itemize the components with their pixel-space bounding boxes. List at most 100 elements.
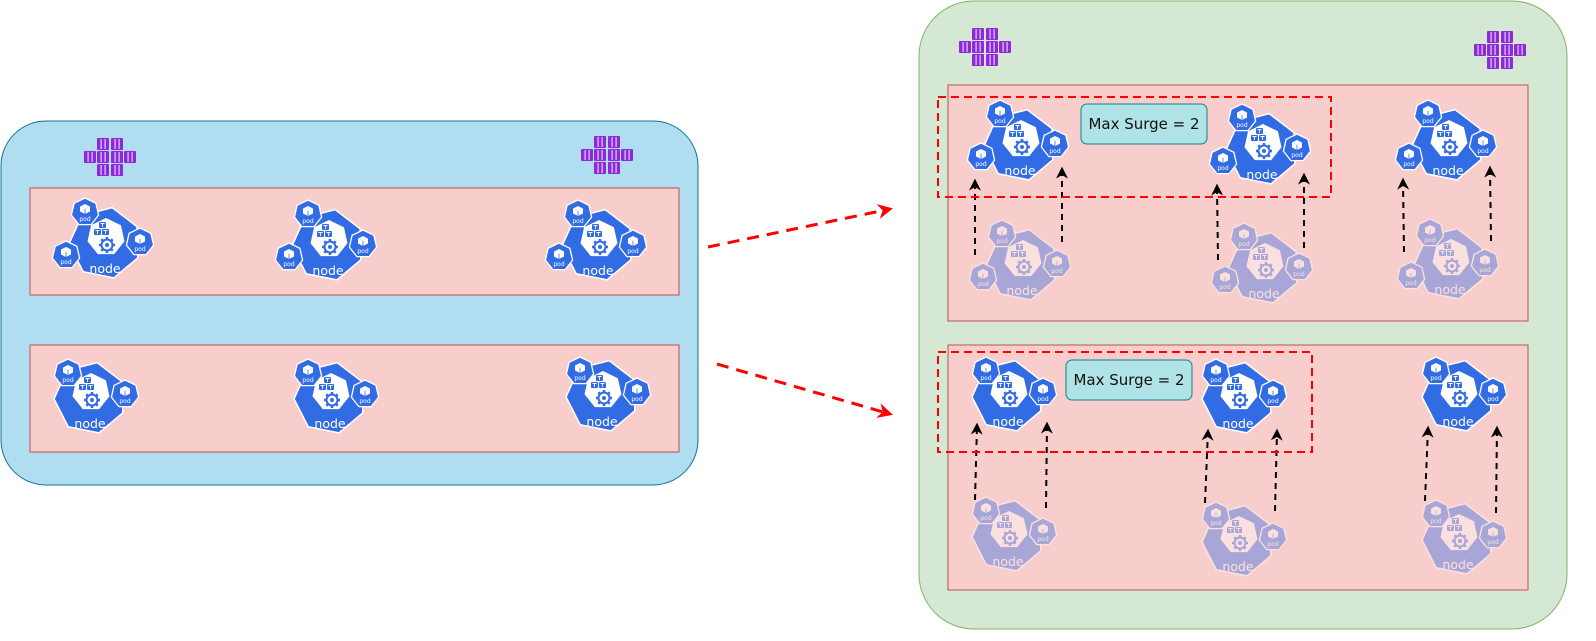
pod-label: pod	[1487, 396, 1498, 403]
node-icon: node	[971, 499, 1042, 572]
upgrade-arrow	[1270, 428, 1283, 512]
pod-icon: pod	[125, 227, 155, 256]
pod-icon: pod	[1258, 379, 1288, 408]
migration-arrow	[716, 362, 893, 418]
pod-label: pod	[1430, 375, 1441, 382]
node-label: node	[1222, 559, 1254, 574]
node-label: node	[1006, 283, 1038, 298]
node-label: node	[1246, 167, 1278, 182]
max-surge-label: Max Surge = 2	[1088, 115, 1199, 133]
k8s-node-old-faded: node pod pod pod	[1396, 218, 1500, 300]
pod-icon: pod	[1415, 218, 1445, 247]
pod-label: pod	[994, 118, 1005, 125]
node-label: node	[1004, 163, 1036, 178]
pod-icon: pod	[544, 242, 574, 271]
pod-label: pod	[1430, 518, 1441, 525]
upgrade-arrow	[1201, 428, 1214, 504]
pod-label: pod	[1217, 165, 1228, 172]
pod-label: pod	[1236, 122, 1247, 129]
node-label: node	[312, 263, 344, 278]
pod-label: pod	[1051, 268, 1062, 275]
upgrade-arrow	[1484, 165, 1497, 242]
pod-icon: pod	[348, 229, 378, 258]
scale-set-icon	[581, 136, 633, 174]
pod-icon: pod	[563, 199, 593, 228]
upgrade-arrow	[1040, 421, 1053, 509]
node-label: node	[74, 416, 106, 431]
pod-label: pod	[134, 246, 145, 253]
upgrade-arrow	[1211, 183, 1224, 261]
pod-icon: pod	[1258, 522, 1288, 551]
pod-icon: pod	[1201, 358, 1231, 387]
node-label: node	[582, 263, 614, 278]
pod-icon: pod	[971, 356, 1001, 385]
pod-label: pod	[1477, 148, 1488, 155]
pod-icon: pod	[971, 496, 1001, 525]
node-icon: node	[1201, 504, 1272, 577]
node-icon: node	[985, 228, 1056, 301]
node-label: node	[992, 554, 1024, 569]
pod-icon: pod	[1468, 129, 1498, 158]
pod-label: pod	[60, 259, 71, 266]
node-icon: node	[1413, 227, 1484, 300]
pod-icon: pod	[53, 358, 83, 387]
max-surge-border	[937, 96, 1332, 198]
pod-label: pod	[1479, 267, 1490, 274]
pod-icon: pod	[1413, 99, 1443, 128]
upgrade-arrow	[1397, 177, 1410, 253]
pod-icon: pod	[1208, 146, 1238, 175]
pod-label: pod	[1267, 398, 1278, 405]
pod-icon: pod	[618, 229, 648, 258]
pod-label: pod	[302, 377, 313, 384]
pod-label: pod	[631, 396, 642, 403]
pod-label: pod	[1037, 536, 1048, 543]
node-label: node	[314, 416, 346, 431]
pod-icon: pod	[987, 219, 1017, 248]
upgrade-arrow	[970, 422, 983, 501]
pod-icon: pod	[1210, 265, 1240, 294]
pod-icon: pod	[274, 242, 304, 271]
pod-label: pod	[62, 377, 73, 384]
node-icon: node	[983, 108, 1054, 181]
pod-label: pod	[1210, 520, 1221, 527]
pod-label: pod	[572, 218, 583, 225]
pod-icon: pod	[1478, 520, 1508, 549]
node-label: node	[1434, 282, 1466, 297]
pod-label: pod	[574, 375, 585, 382]
pod-icon: pod	[1227, 103, 1257, 132]
pod-label: pod	[996, 238, 1007, 245]
node-label: node	[1248, 286, 1280, 301]
pod-icon: pod	[293, 199, 323, 228]
node-label: node	[586, 414, 618, 429]
pod-icon: pod	[985, 99, 1015, 128]
pod-icon: pod	[1421, 499, 1451, 528]
pod-icon: pod	[966, 142, 996, 171]
node-icon: node	[1421, 502, 1492, 575]
pod-label: pod	[1405, 280, 1416, 287]
pod-icon: pod	[565, 356, 595, 385]
pod-icon: pod	[51, 240, 81, 269]
pod-label: pod	[980, 515, 991, 522]
pod-icon: pod	[1028, 377, 1058, 406]
pod-label: pod	[1422, 118, 1433, 125]
pod-label: pod	[1049, 148, 1060, 155]
pod-label: pod	[1219, 284, 1230, 291]
pod-icon: pod	[968, 262, 998, 291]
pod-icon: pod	[622, 377, 652, 406]
pod-label: pod	[627, 248, 638, 255]
pod-label: pod	[1267, 541, 1278, 548]
pod-label: pod	[1291, 152, 1302, 159]
k8s-node-old-faded: node pod pod	[971, 496, 1058, 572]
max-surge-border	[937, 351, 1313, 453]
pod-label: pod	[1037, 396, 1048, 403]
vmss-icon	[581, 136, 633, 174]
